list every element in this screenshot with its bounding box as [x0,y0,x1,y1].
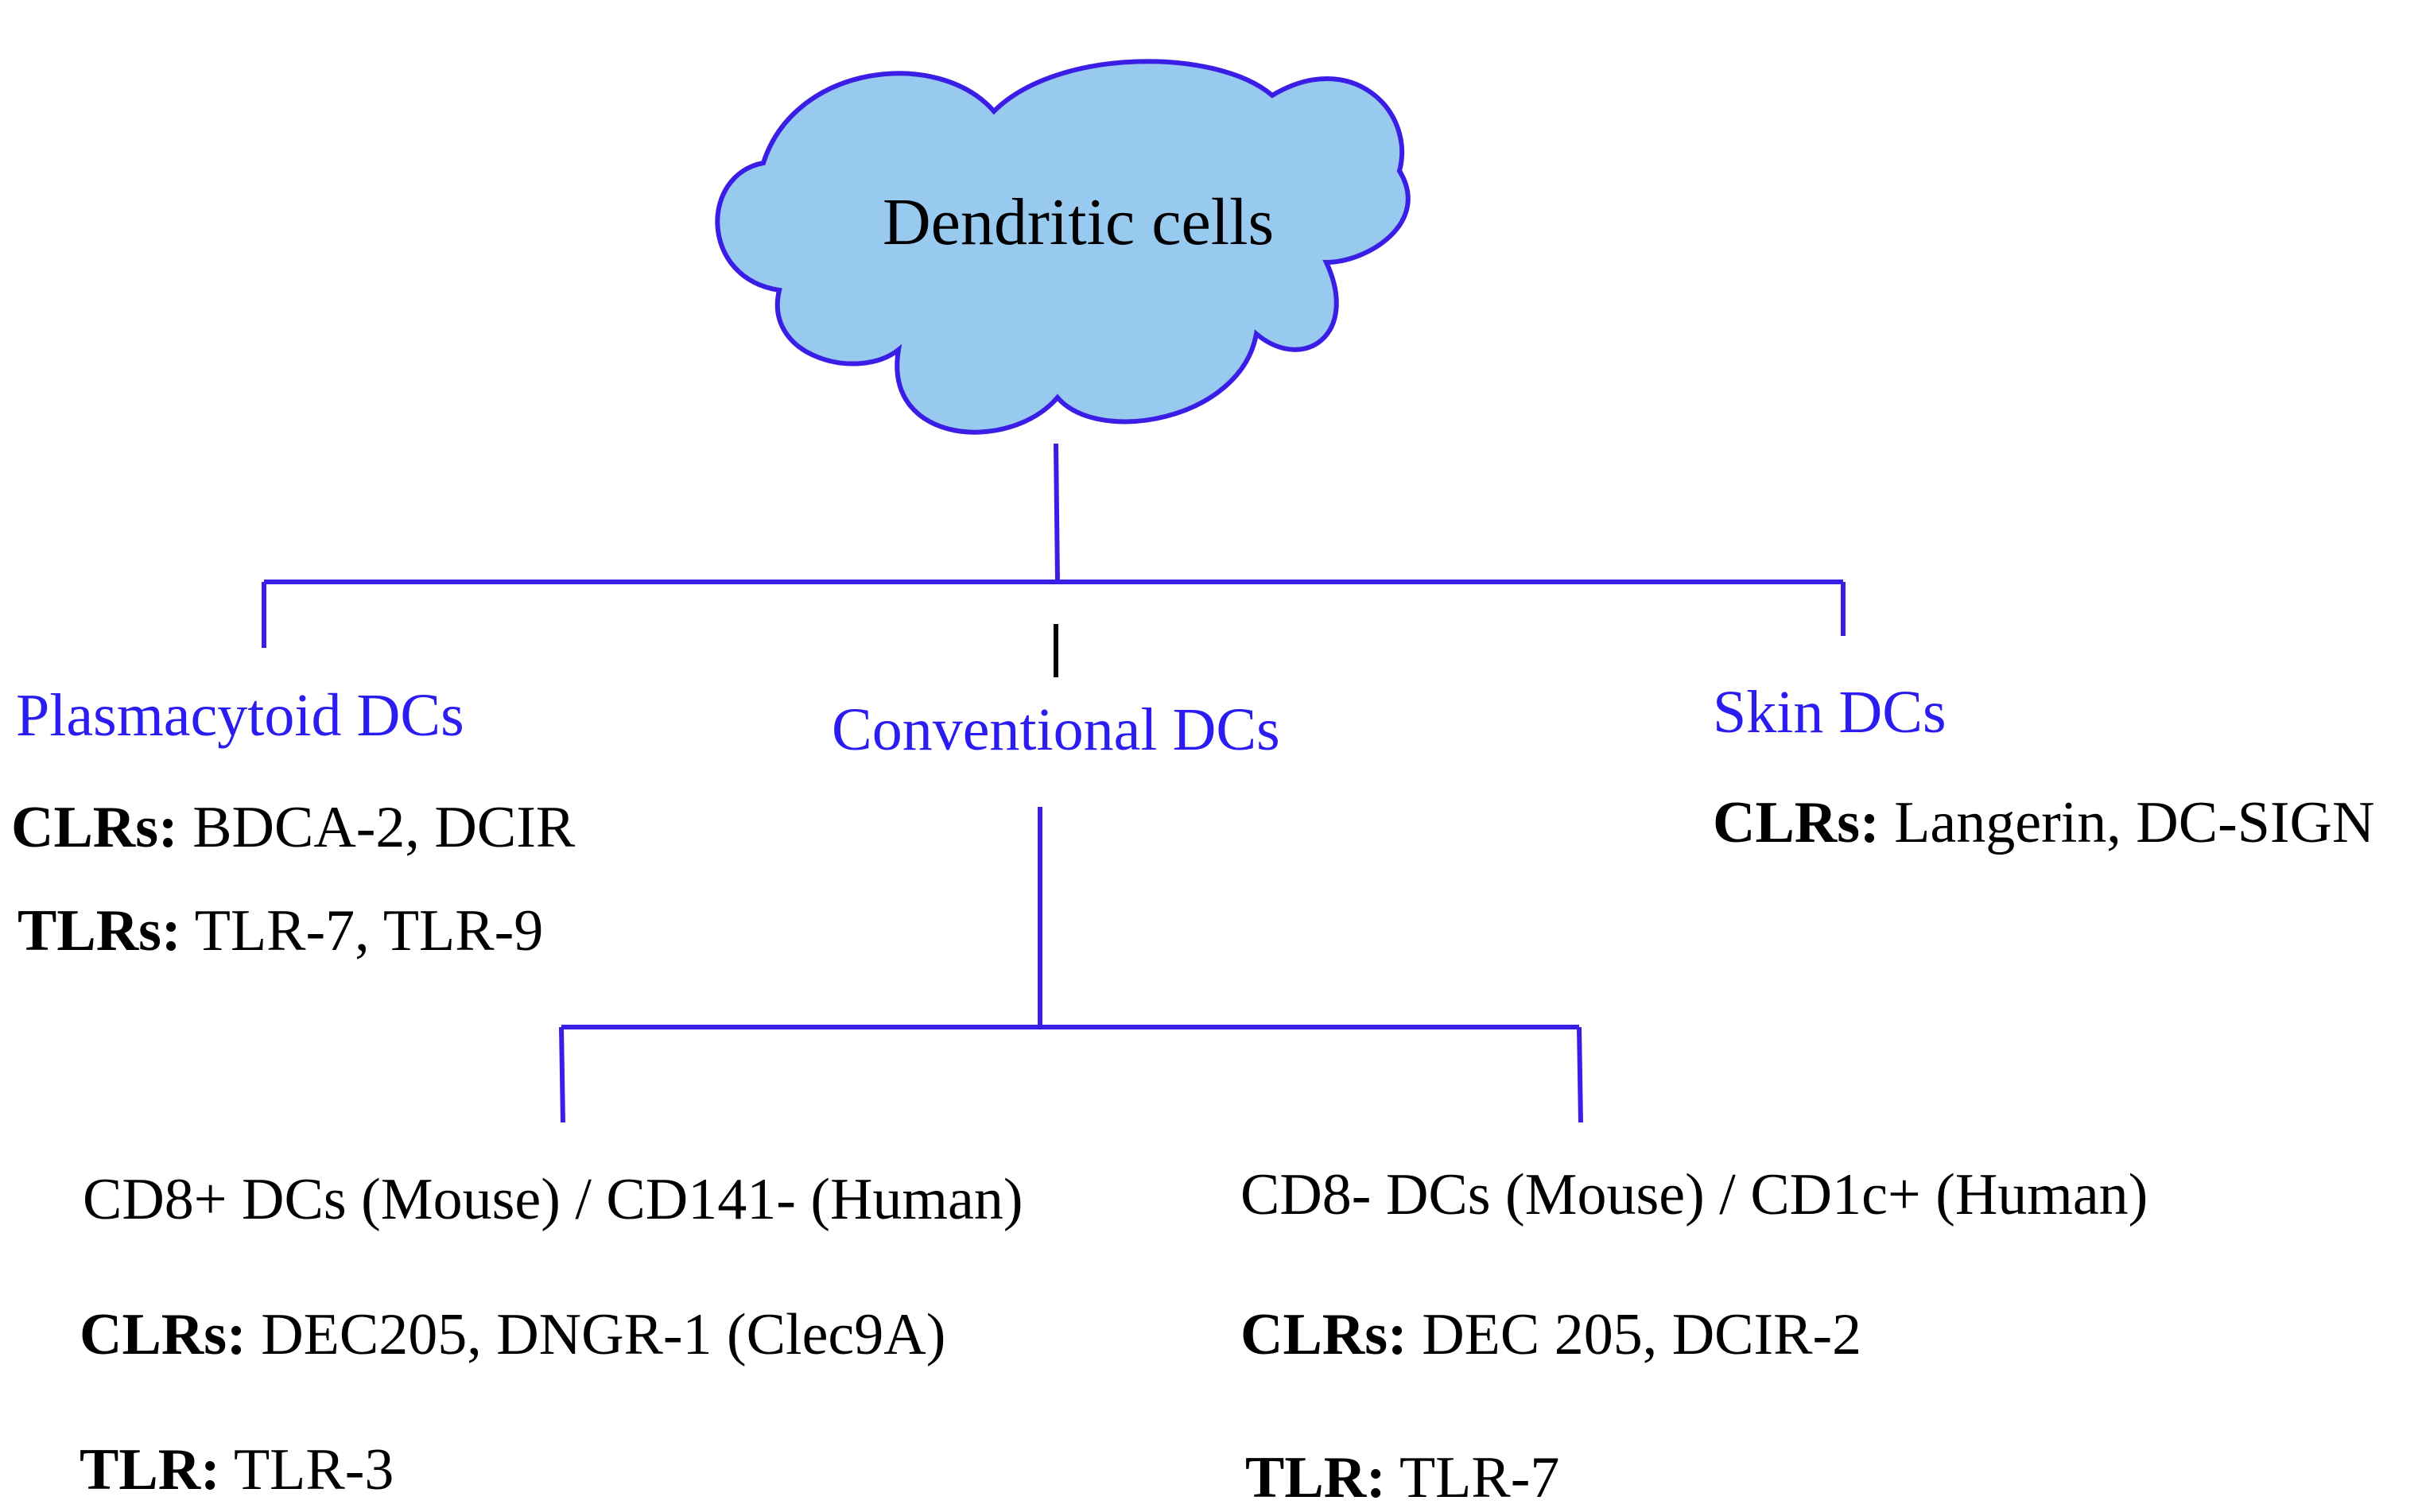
root-label: Dendritic cells [883,185,1275,259]
connector-lines [262,443,1846,1123]
root-stem [1054,443,1060,583]
plasmacytoid-clrs: CLRs: BDCA-2, DCIR [11,798,575,857]
plasmacytoid-tlr-label: TLRs: [17,898,181,963]
skin-clr-label: CLRs: [1713,790,1880,855]
cd8pos-clrs: CLRs: DEC205, DNGR-1 (Clec9A) [80,1305,945,1364]
cd8pos-tlr-value: TLR-3 [219,1437,394,1502]
cd8pos-drop [559,1026,565,1123]
cd8neg-tlr-value: TLR-7 [1385,1445,1560,1510]
cd8neg-tlr-label: TLR: [1245,1445,1386,1510]
cloud-shape [715,59,1411,435]
conventional-title: Conventional DCs [832,696,1280,763]
cd8pos-tlr-label: TLR: [80,1437,220,1502]
cd8neg-clr-label: CLRs: [1240,1302,1407,1367]
skin-clrs: CLRs: Langerin, DC-SIGN [1713,793,2374,852]
plasmacytoid-tlr-value: TLR-7, TLR-9 [180,898,544,963]
plasmacytoid-clr-label: CLRs: [11,795,178,860]
plasmacytoid-title: Plasmacytoid DCs [16,682,464,749]
cd8neg-clrs: CLRs: DEC 205, DCIR-2 [1240,1305,1861,1364]
cd8neg-tlr: TLR: TLR-7 [1245,1448,1559,1507]
skin-title: Skin DCs [1713,679,1947,746]
cd8pos-clr-label: CLRs: [80,1302,246,1367]
skin-clr-value: Langerin, DC-SIGN [1879,790,2375,855]
cd8neg-title: CD8- DCs (Mouse) / CD1c+ (Human) [1240,1162,2148,1227]
cd8pos-clr-value: DEC205, DNGR-1 (Clec9A) [246,1302,946,1367]
cd8neg-drop [1577,1026,1583,1123]
cd8pos-tlr: TLR: TLR-3 [80,1440,394,1499]
cd8neg-clr-value: DEC 205, DCIR-2 [1407,1302,1862,1367]
cd8pos-title: CD8+ DCs (Mouse) / CD141- (Human) [83,1167,1023,1232]
plasmacytoid-tlrs: TLRs: TLR-7, TLR-9 [17,901,543,960]
plasmacytoid-clr-value: BDCA-2, DCIR [177,795,576,860]
